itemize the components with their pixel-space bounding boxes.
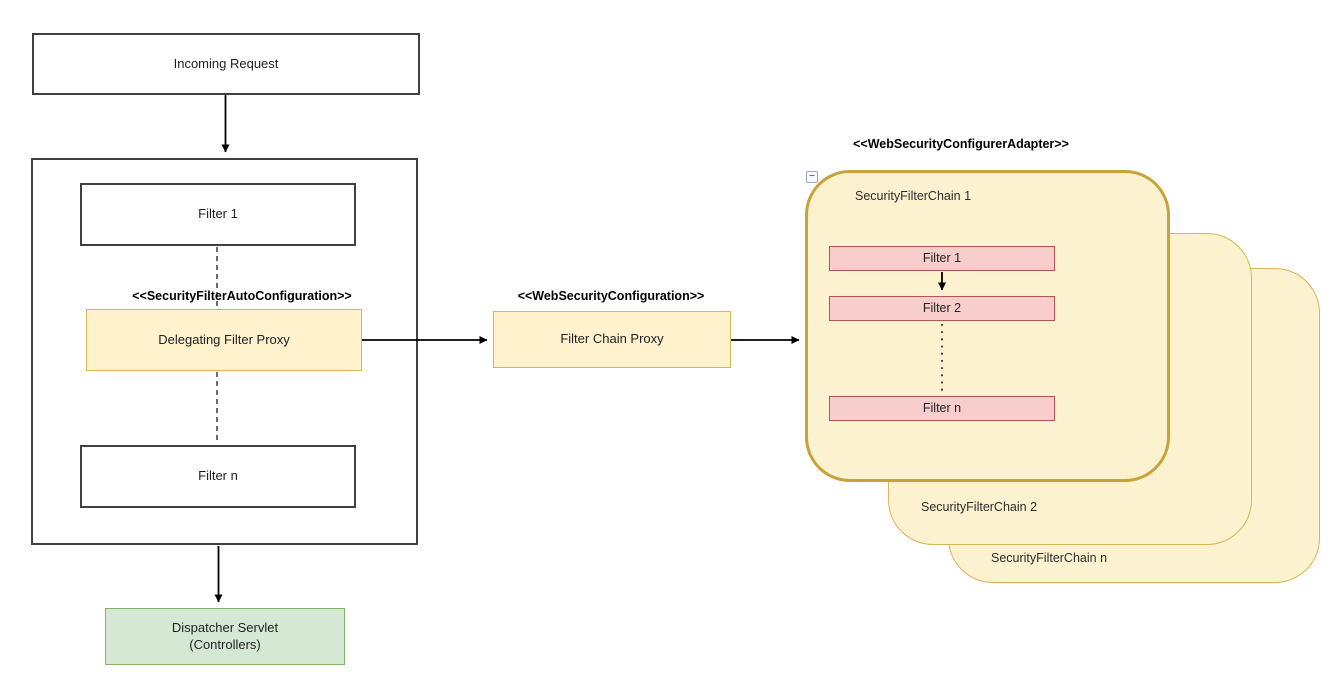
dispatcher-servlet-label-line2: (Controllers) — [189, 636, 261, 652]
security-filter-chain-2-label: SecurityFilterChain 2 — [921, 500, 1038, 514]
chain-filter-1-label: Filter 1 — [922, 250, 962, 265]
dispatcher-servlet-label-line1: Dispatcher Servlet — [171, 620, 279, 636]
filter-n-label: Filter n — [198, 468, 238, 484]
node-delegating-filter-proxy[interactable]: Delegating Filter Proxy — [86, 309, 362, 371]
filter-chain-proxy-label: Filter Chain Proxy — [560, 331, 664, 347]
chain-filter-2-label: Filter 2 — [922, 300, 962, 315]
node-filter-1[interactable]: Filter 1 — [80, 183, 356, 246]
collapse-toggle-icon[interactable]: − — [806, 171, 818, 183]
filter-1-label: Filter 1 — [198, 206, 238, 222]
delegating-filter-proxy-label: Delegating Filter Proxy — [158, 331, 290, 347]
servlet-filter-container[interactable] — [31, 158, 418, 545]
security-filter-auto-configuration-label: <<SecurityFilterAutoConfiguration>> — [132, 289, 352, 303]
security-filter-chain-n-label: SecurityFilterChain n — [991, 551, 1108, 565]
incoming-request-label: Incoming Request — [173, 55, 279, 71]
node-filter-n[interactable]: Filter n — [80, 445, 356, 508]
node-chain-filter-1[interactable]: Filter 1 — [829, 246, 1055, 271]
node-incoming-request[interactable]: Incoming Request — [32, 33, 420, 95]
chain-filter-n-label: Filter n — [922, 400, 962, 415]
node-chain-filter-n[interactable]: Filter n — [829, 396, 1055, 421]
node-filter-chain-proxy[interactable]: Filter Chain Proxy — [493, 311, 731, 368]
security-filter-chain-1-label: SecurityFilterChain 1 — [855, 189, 972, 203]
node-chain-filter-2[interactable]: Filter 2 — [829, 296, 1055, 321]
web-security-configurer-adapter-label: <<WebSecurityConfigurerAdapter>> — [853, 137, 1069, 151]
web-security-configuration-label: <<WebSecurityConfiguration>> — [517, 289, 705, 303]
security-filter-chain-1-container[interactable] — [805, 170, 1170, 482]
node-dispatcher-servlet[interactable]: Dispatcher Servlet (Controllers) — [105, 608, 345, 665]
